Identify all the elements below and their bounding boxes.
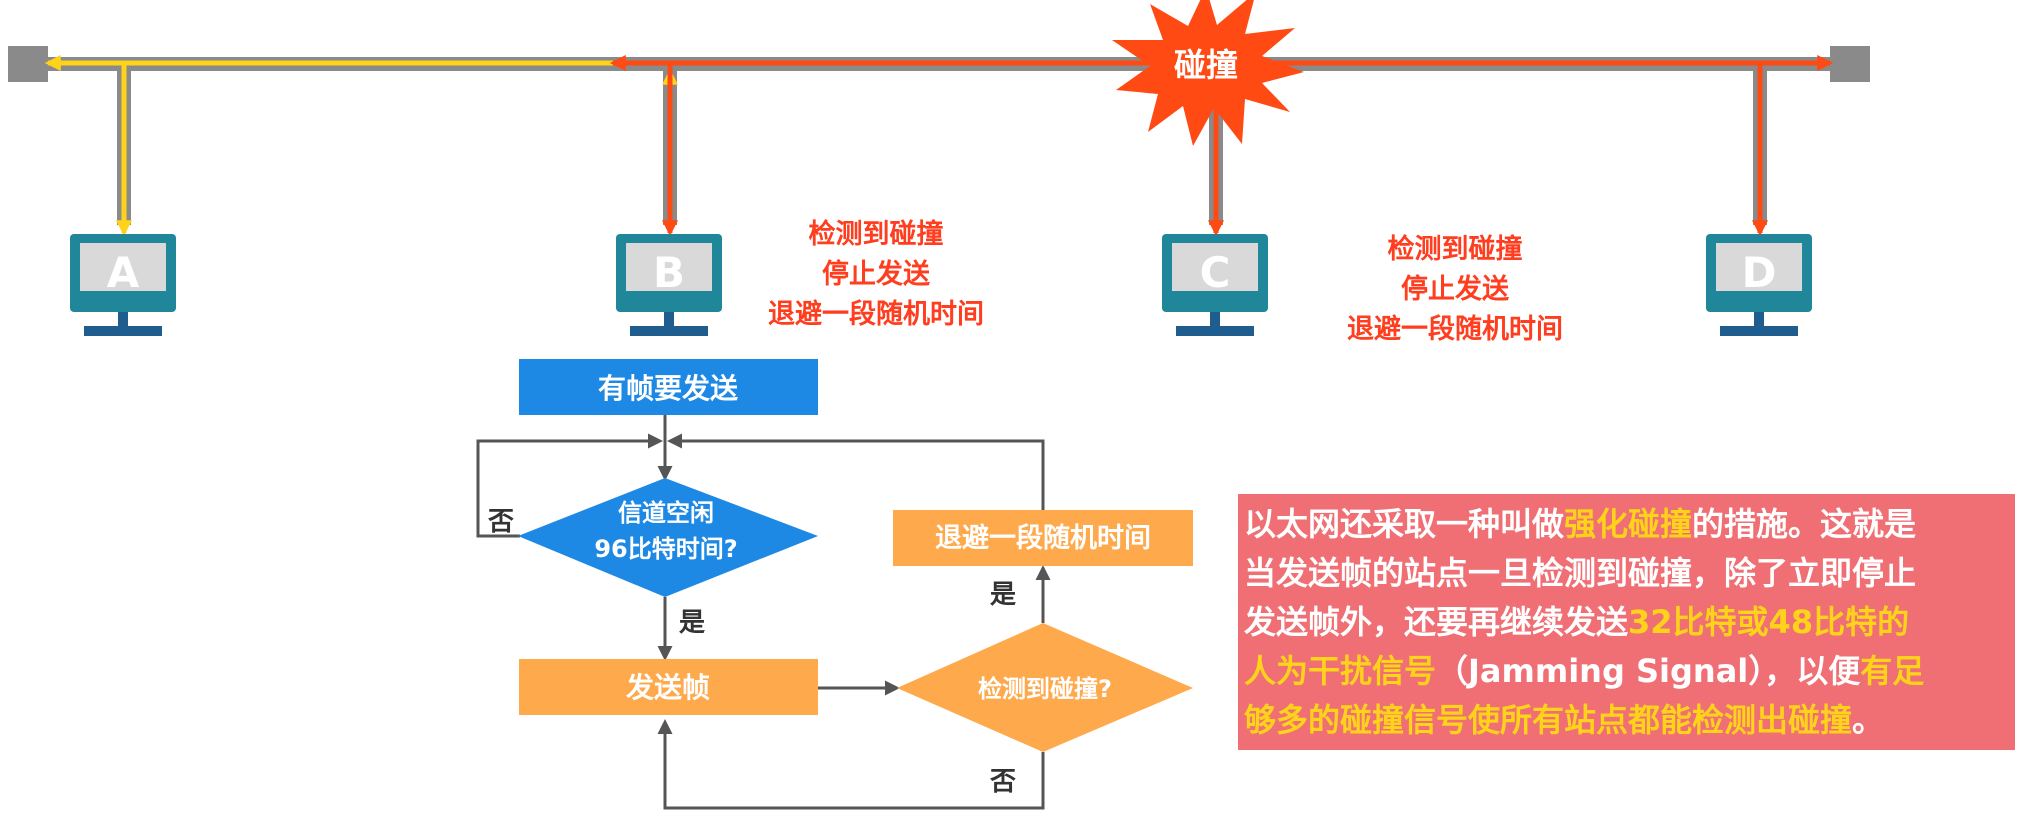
note-b-line1: 检测到碰撞	[809, 218, 944, 250]
collision-burst: 碰撞	[1112, 0, 1304, 146]
flow-no-idle-label: 否	[488, 507, 514, 537]
flow-send-label: 发送帧	[625, 671, 710, 704]
flow-yes-collision-label: 是	[990, 580, 1016, 610]
info-highlight: 32比特或48比特的	[1628, 603, 1910, 641]
monitor-stand	[118, 312, 128, 326]
info-highlight: 人为干扰信号	[1244, 652, 1437, 690]
note-b: 检测到碰撞 停止发送 退避一段随机时间	[768, 218, 984, 330]
flow-idle-diamond	[518, 478, 818, 597]
bus-terminator-left	[8, 46, 48, 82]
signal-b-yellow	[44, 54, 679, 237]
flow-detect-label: 检测到碰撞?	[978, 675, 1112, 703]
info-line-5: 够多的碰撞信号使所有站点都能检测出碰撞。	[1244, 696, 2009, 745]
info-text: 。	[1852, 701, 1885, 739]
info-text: 以太网还采取一种叫做	[1244, 505, 1565, 543]
monitor-screen	[1716, 243, 1802, 291]
monitor-screen	[80, 243, 166, 291]
station-c: C	[1162, 234, 1268, 336]
note-d-line1: 检测到碰撞	[1388, 233, 1523, 265]
info-line-2: 当发送帧的站点一旦检测到碰撞，除了立即停止	[1244, 549, 2009, 598]
flow-send-box	[519, 659, 818, 715]
connector-detect-no-loop	[657, 719, 1045, 810]
info-highlight: 强化碰撞	[1564, 505, 1693, 543]
flowchart: 有帧要发送 信道空闲 96比特时间? 发送帧 检测到碰撞? 退避一段随机时间 否…	[476, 359, 1193, 810]
flow-start-label: 有帧要发送	[598, 372, 738, 405]
monitor-screen	[626, 243, 712, 291]
bus	[8, 46, 1870, 225]
monitor-stand	[1210, 312, 1220, 326]
flow-backoff-box	[893, 510, 1193, 566]
flow-no-collision-label: 否	[990, 767, 1016, 797]
station-label-b: B	[653, 248, 685, 297]
info-box: 以太网还采取一种叫做强化碰撞的措施。这就是 当发送帧的站点一旦检测到碰撞，除了立…	[1238, 494, 2015, 750]
collision-label: 碰撞	[1174, 46, 1238, 84]
station-d: D	[1706, 234, 1812, 336]
flow-start-box	[519, 359, 818, 415]
info-text: 当发送帧的站点一旦检测到碰撞，除了立即停止	[1244, 554, 1917, 592]
note-b-line3: 退避一段随机时间	[768, 298, 984, 330]
monitor-base	[84, 326, 162, 336]
monitor-screen	[1172, 243, 1258, 291]
connector-idle-no-loop	[476, 433, 663, 538]
flow-detect-diamond	[897, 623, 1193, 752]
station-b: B	[616, 234, 722, 336]
station-label-c: C	[1200, 248, 1231, 297]
station-label-a: A	[107, 248, 140, 297]
collision-burst-icon	[1112, 0, 1304, 146]
info-text: 发送帧外，还要再继续发送	[1244, 603, 1629, 641]
monitor-stand	[1754, 312, 1764, 326]
info-text: （Jamming Signal），以便	[1436, 652, 1861, 690]
info-line-1: 以太网还采取一种叫做强化碰撞的措施。这就是	[1244, 500, 2009, 549]
note-b-line2: 停止发送	[822, 258, 930, 290]
signal-red	[609, 54, 1834, 237]
monitor-base	[1176, 326, 1254, 336]
info-line-3: 发送帧外，还要再继续发送32比特或48比特的	[1244, 598, 2009, 647]
flow-yes-idle-label: 是	[679, 608, 705, 638]
monitor-stand	[664, 312, 674, 326]
flow-idle-label-line2: 96比特时间?	[594, 535, 737, 563]
flow-idle-label-line1: 信道空闲	[618, 499, 714, 527]
monitor-base	[630, 326, 708, 336]
flow-backoff-label: 退避一段随机时间	[935, 522, 1151, 554]
monitor-base	[1720, 326, 1798, 336]
connector-backoff-to-idle	[667, 433, 1045, 510]
note-d-line2: 停止发送	[1401, 273, 1509, 305]
bus-terminator-right	[1830, 46, 1870, 82]
flow-connectors	[476, 415, 1051, 810]
note-d: 检测到碰撞 停止发送 退避一段随机时间	[1347, 233, 1563, 345]
note-d-line3: 退避一段随机时间	[1347, 313, 1563, 345]
info-line-4: 人为干扰信号（Jamming Signal），以便有足	[1244, 647, 2009, 696]
info-text: 的措施。这就是	[1692, 505, 1917, 543]
station-label-d: D	[1742, 248, 1777, 297]
info-highlight: 有足	[1860, 652, 1925, 690]
info-highlight: 够多的碰撞信号使所有站点都能检测出碰撞	[1244, 701, 1853, 739]
station-a: A	[70, 234, 176, 336]
